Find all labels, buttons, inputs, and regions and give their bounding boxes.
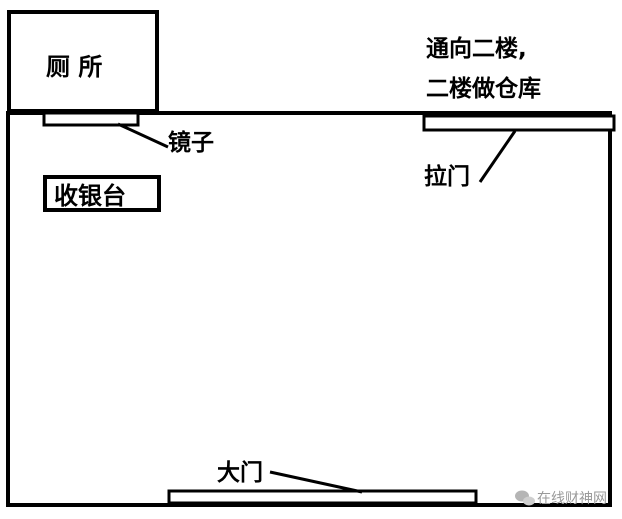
toilet-room (7, 10, 159, 113)
cashier-label: 收银台 (54, 182, 126, 210)
wechat-logo-icon (515, 490, 535, 506)
cashier-counter (43, 175, 161, 212)
toilet-label: 厕 所 (46, 53, 102, 81)
sliding-door-shape (422, 114, 616, 132)
mirror-shape (42, 111, 140, 127)
mirror-label: 镜子 (168, 129, 214, 156)
main-door-pointer (269, 470, 363, 494)
sliding-door-label: 拉门 (424, 163, 470, 190)
sliding-door-pointer (478, 130, 517, 183)
watermark-text: 在线财神网 (537, 491, 607, 507)
mirror-pointer (117, 122, 169, 149)
watermark: 在线财神网 (515, 490, 607, 507)
main-door-shape (167, 489, 478, 505)
main-door-label: 大门 (217, 459, 263, 486)
stairs-note-line2: 二楼做仓库 (426, 75, 541, 102)
shop-room-outline (6, 111, 612, 507)
stairs-note-line1: 通向二楼, (426, 35, 527, 62)
